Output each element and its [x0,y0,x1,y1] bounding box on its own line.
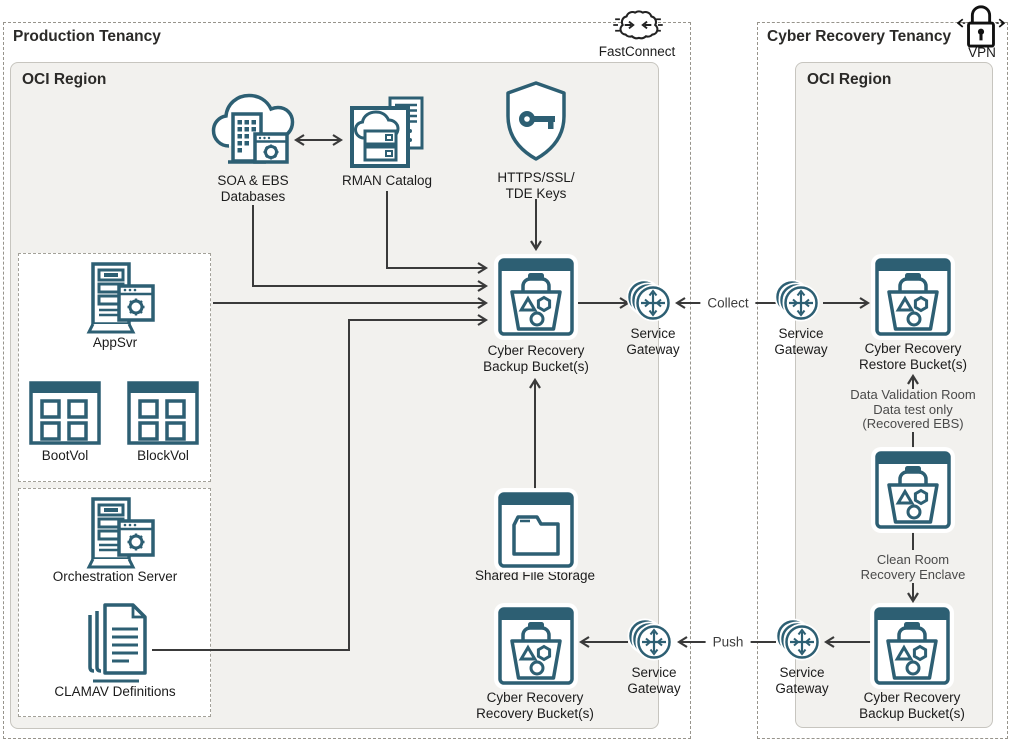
appsvr-label: AppSvr [92,335,138,350]
block-volume-icon [125,375,201,449]
service-gateway-icon [624,279,680,329]
vpn-icon [957,0,1005,50]
fastconnect-icon [612,5,664,45]
rman-catalog-label: RMAN Catalog [341,173,433,188]
cyber-region-title: OCI Region [807,71,892,88]
fastconnect-label: FastConnect [598,44,676,59]
service-gateway-icon [772,279,828,329]
soa-ebs-databases-icon [211,87,295,167]
push-flow-label: Push [705,634,751,650]
https-ssl-tde-keys-label: HTTPS/SSL/TDE Keys [497,170,575,201]
cr-backup-bucket-icon [873,606,951,686]
boot-volume-icon [27,375,103,449]
blockvol-label: BlockVol [137,448,189,463]
bootvol-label: BootVol [41,448,89,463]
data-validation-note: Data Validation Room Data test only (Rec… [850,387,976,431]
rman-catalog-icon [348,96,426,170]
orchestration-server-label: Orchestration Server [52,569,178,584]
shield-key-icon [503,80,569,162]
app-server-icon [79,262,155,336]
validation-bucket-icon [874,450,952,530]
service-gateway-icon [773,618,829,668]
service-gateway-icon [625,618,681,668]
clean-room-note: Clean Room Recovery Enclave [860,552,966,582]
clamav-definitions-icon [81,601,151,685]
production-tenancy-title: Production Tenancy [13,28,161,45]
production-region-title: OCI Region [22,71,107,88]
backup-bucket-icon [497,257,575,337]
collect-flow-label: Collect [700,295,756,311]
shared-file-storage-label: Shared File Storage [474,568,596,583]
orchestration-server-icon [79,497,155,571]
clamav-definitions-label: CLAMAV Definitions [54,684,176,699]
shared-file-storage-icon [497,491,575,569]
cyber-tenancy-title: Cyber Recovery Tenancy [767,28,952,45]
vpn-label: VPN [968,45,996,60]
recovery-bucket-icon [497,606,575,686]
restore-bucket-icon [874,257,952,337]
